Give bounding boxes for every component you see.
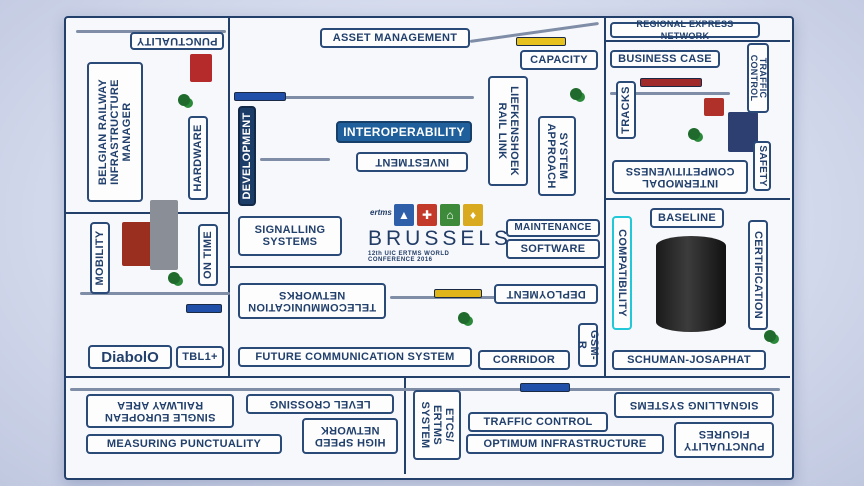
label-optimum-infrastructure: OPTIMUM INFRASTRUCTURE [466,434,664,454]
rail-track [260,158,330,161]
label-hardware: HARDWARE [188,116,208,200]
silo-icon [656,236,726,332]
flag-icon: ♦ [463,204,483,226]
tree-icon [178,94,190,106]
flag-icon: ▲ [394,204,414,226]
label-belgian-railway: BELGIAN RAILWAY INFRASTRUCTURE MANAGER [87,62,143,202]
label-etcs-wrap: ETCS/ ERTMS SYSTEM [410,388,464,462]
label-system-approach-wrap: SYSTEM APPROACH [536,114,578,198]
label-belgian-railway-wrap: BELGIAN RAILWAY INFRASTRUCTURE MANAGER [84,58,146,206]
rail-track [70,388,780,391]
label-single-european: SINGLE EUROPEAN RAILWAY AREA [86,394,234,428]
label-tbl1: TBL1+ [176,346,224,368]
label-corridor: CORRIDOR [478,350,570,370]
label-traffic-control-vertical-wrap: TRAFFIC CONTROL [746,42,770,114]
label-safety: SAFETY [753,141,771,191]
label-future-communication: FUTURE COMMUNICATION SYSTEM [238,347,472,367]
label-signalling-systems-center: SIGNALLING SYSTEMS [238,216,342,256]
label-on-time: ON TIME [198,224,218,286]
label-compatibility: COMPATIBILITY [612,216,632,330]
label-asset-management: ASSET MANAGEMENT [320,28,470,48]
label-traffic-control: TRAFFIC CONTROL [468,412,608,432]
train-icon [520,383,570,392]
label-deployment: DEPLOYMENT [494,284,598,304]
tree-icon [764,330,776,342]
rail-track [234,96,474,99]
tree-icon [458,312,470,324]
label-maintenance: MAINTENANCE [506,219,600,237]
label-baseline: BASELINE [650,208,724,228]
divider [606,40,790,42]
building-icon [190,54,212,82]
label-gsm-r-wrap: GSM-R [576,322,600,368]
divider [230,266,604,268]
divider [66,212,228,214]
label-liefkenshoek-wrap: LIEFKENSHOEK RAIL LINK [486,74,530,188]
rail-track [76,30,226,33]
label-traffic-control-vertical: TRAFFIC CONTROL [747,43,769,113]
ertms-badge: ertms [370,208,392,217]
label-development-wrap: DEVELOPMENT [236,104,258,208]
label-gsm-r: GSM-R [576,323,600,367]
building-icon [150,200,178,270]
label-system-approach: SYSTEM APPROACH [538,116,576,196]
label-capacity: CAPACITY [520,50,598,70]
label-certification-wrap: CERTIFICATION [746,218,770,332]
label-telecommunication: TELECOMMUNICATION NETWORKS [238,283,386,319]
label-mobility-wrap: MOBILITY [88,220,112,296]
label-compatibility-wrap: COMPATIBILITY [610,214,634,332]
label-punctuality: PUNCTUALITY [130,32,224,50]
train-icon [434,289,482,298]
train-icon [186,304,222,313]
label-hardware-wrap: HARDWARE [186,114,210,202]
divider [228,18,230,376]
divider [606,198,790,200]
conference-logo: ertms ▲ ✚ ⌂ ♦ BRUSSELS 12th UIC ERTMS WO… [368,204,513,263]
rail-track [80,292,230,295]
label-intermodal: INTERMODAL COMPETITIVENESS [612,160,748,194]
label-regional-express-network: REGIONAL EXPRESS NETWORK [610,19,760,41]
building-icon [704,98,724,116]
label-software: SOFTWARE [506,239,600,259]
label-etcs: ETCS/ ERTMS SYSTEM [413,390,461,460]
diabolo-logo: DiabolO [88,345,172,369]
train-icon [516,37,566,46]
divider [404,378,406,474]
logo-flags: ▲ ✚ ⌂ ♦ [394,204,498,226]
tree-icon [168,272,180,284]
label-tracks-wrap: TRACKS [614,80,638,140]
train-icon [234,92,286,101]
label-high-speed: HIGH SPEED NETWORK [302,418,398,454]
divider [604,18,606,376]
train-icon [640,78,702,87]
logo-subtitle: 12th UIC ERTMS WORLD CONFERENCE 2016 [368,251,450,263]
label-on-time-wrap: ON TIME [196,222,220,288]
rail-track [610,92,730,95]
label-investment: INVESTMENT [356,152,468,172]
label-mobility: MOBILITY [90,222,110,294]
logo-title: BRUSSELS [368,227,513,250]
label-schuman: SCHUMAN-JOSAPHAT [612,350,766,370]
label-certification: CERTIFICATION [748,220,768,330]
label-development: DEVELOPMENT [238,106,256,206]
divider [66,376,790,378]
label-business-case: BUSINESS CASE [610,50,720,68]
flag-icon: ✚ [417,204,437,226]
label-level-crossing: LEVEL CROSSING [246,394,394,414]
tree-icon [688,128,700,140]
tree-icon [570,88,582,100]
flag-icon: ⌂ [440,204,460,226]
label-signalling-systems-bottom: SIGNALLING SYSTEMS [614,392,774,418]
label-safety-wrap: SAFETY [752,140,772,192]
label-measuring-punctuality: MEASURING PUNCTUALITY [86,434,282,454]
label-liefkenshoek: LIEFKENSHOEK RAIL LINK [488,76,528,186]
label-punctuality-figures: PUNCTUALITY FIGURES [674,422,774,458]
label-tracks: TRACKS [616,81,636,139]
label-interoperability: INTEROPERABILITY [336,121,472,143]
